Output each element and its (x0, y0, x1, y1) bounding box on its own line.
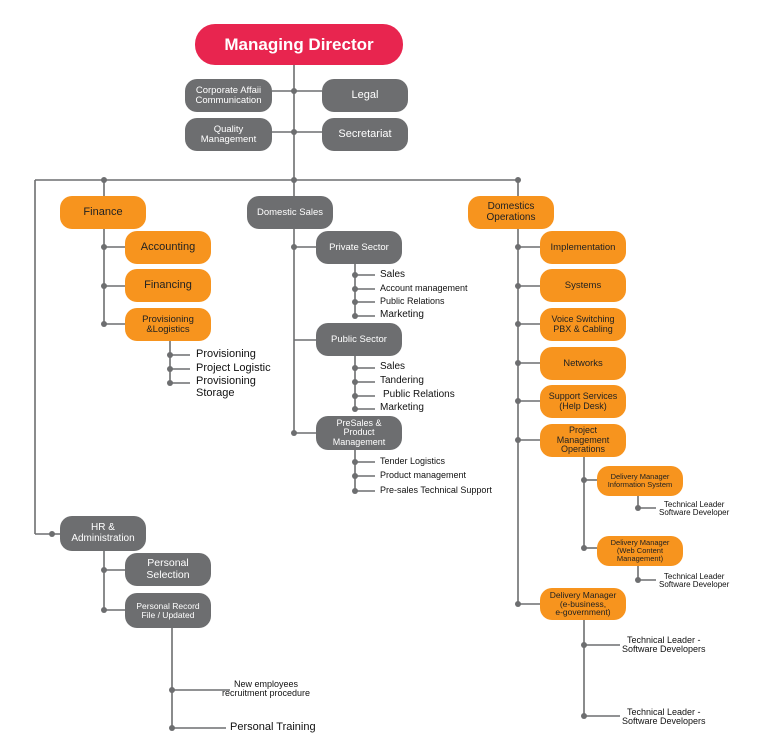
personal-selection-box: Personal Selection (125, 553, 211, 586)
finance-item: Provisioning (196, 348, 256, 360)
private-sector-box: Private Sector (316, 231, 402, 264)
hr-administration-box: HR & Administration (60, 516, 146, 551)
legal-box: Legal (322, 79, 408, 112)
corporate-affairs-box: Corporate Affaii Communication (185, 79, 272, 112)
finance-item: Project Logistic (196, 362, 271, 374)
personal-record-box: Personal Record File / Updated (125, 593, 211, 628)
managing-director-box: Managing Director (195, 24, 403, 65)
quality-management-box: Quality Management (185, 118, 272, 151)
technical-leader-label: Technical Leader Software Developer (659, 572, 730, 590)
private-sector-item: Marketing (380, 309, 424, 320)
presales-item: Tender Logistics (380, 456, 446, 466)
delivery-manager-ebiz-box: Delivery Manager (e-business, e-governme… (540, 588, 626, 620)
private-sector-item: Sales (380, 269, 406, 280)
technical-leader-label: Technical Leader - Software Developers (622, 635, 706, 655)
support-services-box: Support Services (Help Desk) (540, 385, 626, 418)
financing-box: Financing (125, 269, 211, 302)
finance-box: Finance (60, 196, 146, 229)
presales-item: Product management (380, 470, 467, 480)
implementation-box: Implementation (540, 231, 626, 264)
personal-training-label: Personal Training (230, 721, 316, 733)
technical-leader-label: Technical Leader Software Developer (659, 500, 730, 518)
provisioning-logistics-box: Provisioning &Logistics (125, 308, 211, 341)
delivery-manager-info-box: Delivery Manager Information System (597, 466, 683, 496)
private-sector-item: Account management (380, 283, 468, 293)
presales-box: PreSales & Product Management (316, 416, 402, 450)
voice-switching-box: Voice Switching PBX & Cabling (540, 308, 626, 341)
delivery-manager-web-box: Delivery Manager (Web Content Management… (597, 536, 683, 566)
technical-leader-label: Technical Leader - Software Developers (622, 707, 706, 727)
finance-item: Provisioning Storage (196, 375, 256, 399)
public-sector-item: Sales (380, 361, 406, 372)
public-sector-box: Public Sector (316, 323, 402, 356)
public-sector-item: Marketing (380, 402, 424, 413)
public-sector-item: Public Relations (383, 389, 455, 400)
private-sector-item: Public Relations (380, 296, 445, 306)
presales-item: Pre-sales Technical Support (380, 485, 492, 495)
domestic-sales-box: Domestic Sales (247, 196, 333, 229)
domestics-operations-box: Domestics Operations (468, 196, 554, 229)
systems-box: Systems (540, 269, 626, 302)
recruitment-label: New employees recruitment procedure (222, 679, 311, 699)
public-sector-item: Tandering (380, 375, 424, 386)
project-management-operations-box: Project Management Operations (540, 424, 626, 457)
accounting-box: Accounting (125, 231, 211, 264)
networks-box: Networks (540, 347, 626, 380)
secretariat-box: Secretariat (322, 118, 408, 151)
